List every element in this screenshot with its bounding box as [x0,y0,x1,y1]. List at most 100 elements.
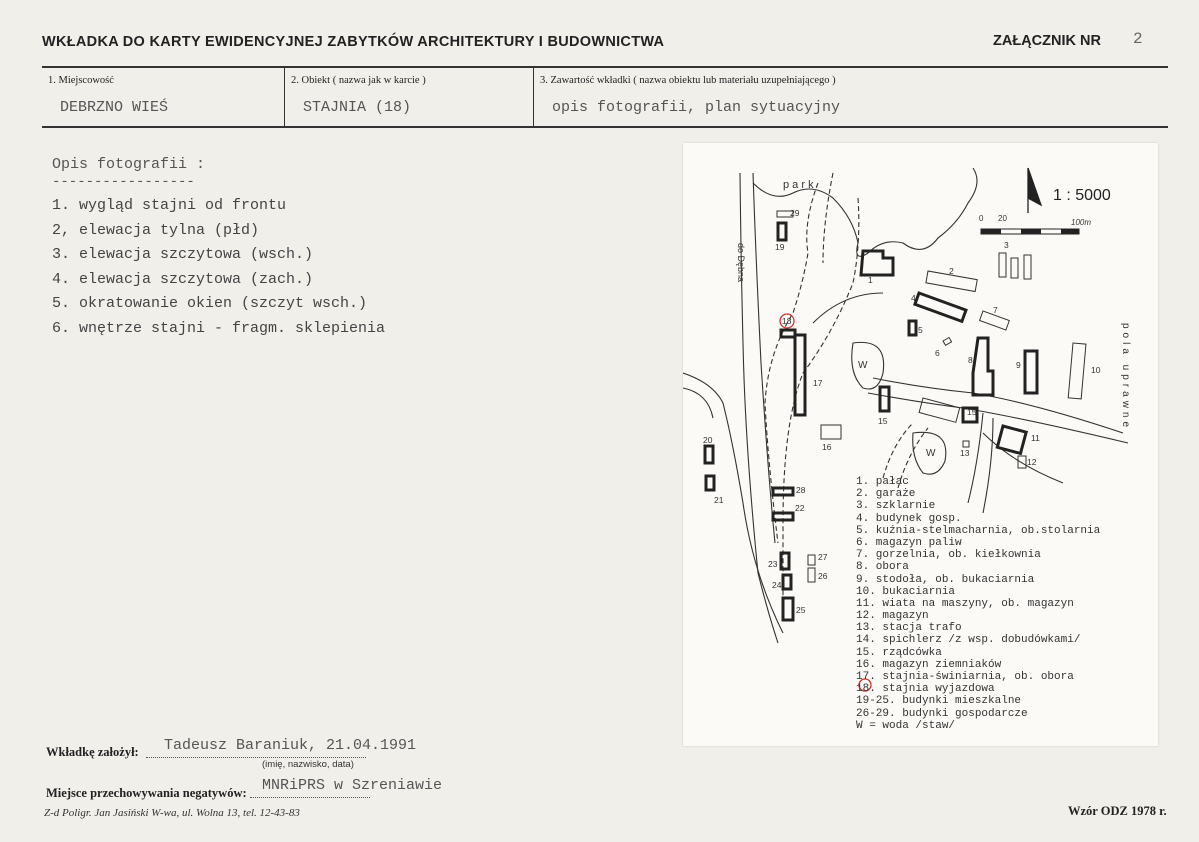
road-edge [967,412,984,504]
building-14 [961,406,979,424]
building-number: 28 [796,485,806,495]
site-plan-drawing: W W p a r k do Dębna pola uprawne 0 20 1… [683,167,1131,692]
building-number: 20 [703,435,713,445]
building-number: 4 [911,293,916,303]
field-label: 2. Obiekt ( nazwa jak w karcie ) [291,75,426,86]
photo-description-underline: ----------------- [52,174,195,190]
building-number: 18 [782,316,792,326]
building-number: 16 [822,442,832,452]
building-28 [771,486,795,497]
map-legend: 1. pałac 2. garaże 3. szklarnie 4. budyn… [856,476,1100,732]
building-number: 29 [790,208,800,218]
water-label: W [858,360,868,371]
field-contents: 3. Zawartość wkładki ( nazwa obiektu lub… [533,68,1169,126]
founded-hint: (imię, nazwisko, data) [262,759,354,770]
storage-value: MNRiPRS w Szreniawie [262,777,443,794]
road-label: do Dębna [736,243,746,282]
building-number: 21 [714,495,724,505]
building-10 [1067,342,1087,400]
building-27 [807,554,816,566]
list-item: 2, elewacja tylna (płd) [52,221,260,239]
building-11 [995,424,1029,456]
building-number: 6 [935,348,940,358]
building-number: 22 [795,503,805,513]
building-7 [978,310,1010,331]
printer-imprint: Z-d Poligr. Jan Jasiński W-wa, ul. Wolna… [44,807,300,819]
legend-item: 10. bukaciarnia [856,585,956,598]
legend-highlight-marker [858,678,872,692]
building-1 [859,249,895,277]
building-13 [962,440,970,448]
list-item: 5. okratowanie okien (szczyt wsch.) [52,295,368,312]
highlight-marker [779,313,795,329]
field-value: DEBRZNO WIEŚ [60,99,169,116]
dashed-road [882,422,914,479]
field-label: 1. Miejscowość [48,75,114,86]
legend-item: 13. stacja trafo [856,622,962,635]
road-edge [982,417,994,514]
building-22 [771,511,795,522]
building-number: 8 [968,355,973,365]
legend-item: 9. stodoła, ob. bukaciarnia [856,573,1035,586]
legend-item: 26-29. budynki gospodarcze [856,707,1028,720]
road-edge [752,172,776,544]
dashed-road [782,197,860,603]
scale-mark: 100m [1071,218,1091,227]
road-edge [739,172,779,644]
field-locality: 1. Miejscowość DEBRZNO WIEŚ [42,68,284,126]
building-3a [998,252,1007,278]
founded-label: Wkładkę założył: [46,745,139,759]
building-number: 13 [960,448,970,458]
legend-item: 19-25. budynki mieszkalne [856,695,1022,708]
building-number: 3 [1004,240,1009,250]
annex-label: ZAŁĄCZNIK NR [993,33,1101,49]
list-item: 1. wygląd stajni od frontu [52,197,287,214]
building-20 [703,444,715,465]
building-6 [942,336,953,347]
building-17 [793,333,807,417]
legend-item: 2. garaże [856,488,916,501]
legend-item: 5. kuźnia-stelmacharnia, ob.stolarnia [856,524,1101,537]
legend-item: 3. szklarnie [856,500,936,513]
legend-item: 18. stajnia wyjazdowa [856,683,995,696]
building-4 [912,291,968,324]
building-number: 11 [1031,433,1040,443]
legend-item: 12. magazyn [856,610,929,623]
stream [683,372,784,634]
water-label: W [926,448,936,459]
building-number: 10 [1091,365,1101,375]
road-edge [812,292,884,324]
legend-item: 17. stajnia-świniarnia, ob. obora [856,671,1074,683]
building-19 [776,221,788,242]
legend-item: W = woda /staw/ [856,719,956,732]
building-16 [820,424,842,440]
legend-item: 16. magazyn ziemniaków [856,658,1002,671]
building-wiata [918,397,961,423]
legend-item: 15. rządcówka [856,646,942,659]
road-edge [872,377,1124,434]
annex-number: 2 [1133,30,1143,48]
building-number: 5 [918,325,923,335]
dashed-road [764,182,819,544]
legend-item: 8. obora [856,561,909,574]
site-plan: W W p a r k do Dębna pola uprawne 0 20 1… [683,143,1158,746]
form-model: Wzór ODZ 1978 r. [1068,804,1167,818]
building-2 [925,270,978,293]
field-value: STAJNIA (18) [303,99,412,116]
legend-item: 14. spichlerz /z wsp. dobudówkami/ [856,634,1081,647]
stream [683,387,714,419]
document-title: WKŁADKA DO KARTY EWIDENCYJNEJ ZABYTKÓW A… [42,34,665,50]
building-number: 12 [1027,457,1037,467]
scale-mark: 20 [998,214,1007,223]
founded-value: Tadeusz Baraniuk, 21.04.1991 [164,737,417,754]
legend-item: 7. gorzelnia, ob. kiełkownia [856,549,1041,562]
building-labels: 1 2 3 4 5 6 7 8 9 10 11 12 13 15 15 16 1… [703,208,1101,615]
building-25 [781,596,795,622]
pond [851,341,885,390]
building-9 [1023,349,1039,395]
building-number: 15 [967,407,977,417]
photo-description-list: 1. wygląd stajni od frontu 2, elewacja t… [52,197,385,344]
legend-item: 1. pałac [856,476,909,488]
building-number: 1 [868,275,873,285]
